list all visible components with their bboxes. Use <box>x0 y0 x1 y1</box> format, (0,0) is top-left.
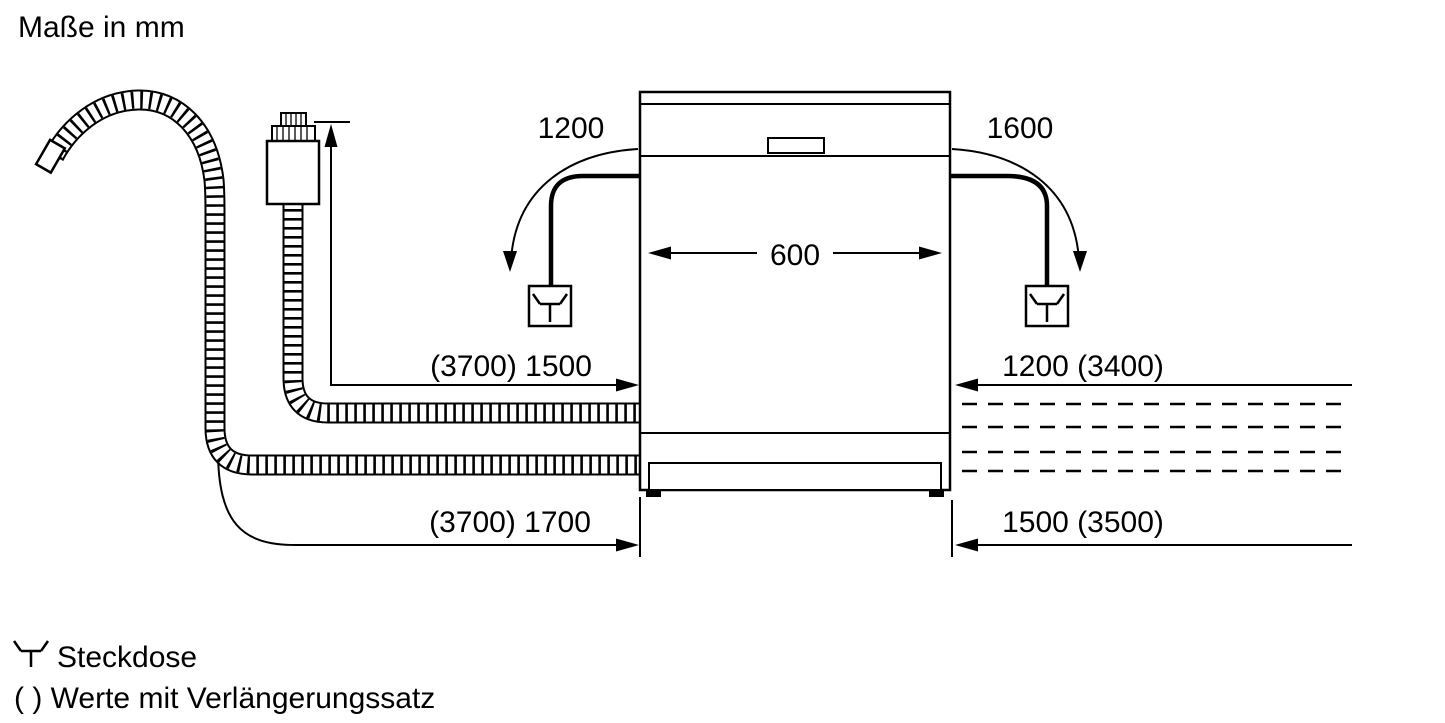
page-title: Maße in mm <box>18 11 185 44</box>
drain-dimension: (3700) 1700 <box>217 449 641 557</box>
width-dimension: 600 <box>648 239 942 272</box>
extension-hoses-dashed <box>962 402 1352 473</box>
right-dimension-upper: 1200 (3400) <box>955 350 1352 392</box>
legend-note: ( ) Werte mit Verlängerungssatz <box>14 682 435 715</box>
right-upper-label: 1200 (3400) <box>1002 350 1164 383</box>
cord-dimension-left: 1200 <box>503 112 639 272</box>
dishwasher-outline <box>638 90 952 492</box>
arrowhead-left-icon <box>955 378 978 392</box>
dishwasher <box>638 90 952 497</box>
power-cord-left <box>548 173 641 286</box>
power-plug-icon <box>1028 293 1066 322</box>
foot-right <box>929 489 944 497</box>
aquastop-thread-nut <box>271 125 316 142</box>
arrowhead-up-icon <box>324 124 338 147</box>
power-cord-right <box>949 173 1050 286</box>
legend: Steckdose ( ) Werte mit Verlängerungssat… <box>12 640 435 715</box>
arrowhead-down-icon <box>503 251 517 272</box>
supply-hose-corrugation <box>284 200 641 422</box>
arrowhead-right-icon <box>616 378 639 392</box>
power-socket-right <box>1024 284 1070 328</box>
aquastop-box <box>265 139 321 206</box>
right-lower-label: 1500 (3500) <box>1002 506 1164 539</box>
control-display <box>767 137 825 154</box>
cord-right-label: 1600 <box>987 112 1054 145</box>
right-dimension-lower: 1500 (3500) <box>951 500 1352 557</box>
cord-dimension-arc <box>951 148 1080 261</box>
arrowhead-right-icon <box>616 538 639 552</box>
drain-dimension-label: (3700) 1700 <box>429 506 591 539</box>
drain-dimension-leader <box>217 449 616 546</box>
supply-dimension-label: (3700) 1500 <box>430 350 592 383</box>
legend-socket-label: Steckdose <box>57 641 197 674</box>
cord-dimension-arc <box>510 148 639 261</box>
cord-left-label: 1200 <box>538 112 605 145</box>
power-plug-icon <box>531 293 569 322</box>
plinth-panel <box>648 462 942 491</box>
supply-hose <box>282 200 641 424</box>
drain-hose-end-fitting <box>34 138 67 175</box>
aquastop-cap <box>280 112 307 127</box>
arrowhead-right-icon <box>919 246 942 260</box>
width-dimension-label: 600 <box>770 239 820 272</box>
cord-dimension-right: 1600 <box>951 112 1087 272</box>
supply-dimension-line <box>330 128 634 386</box>
drain-hose-body <box>46 91 641 474</box>
power-socket-left <box>527 284 573 328</box>
aquastop-valve <box>265 112 321 206</box>
power-plug-icon <box>12 640 50 667</box>
arrowhead-left-icon <box>955 538 978 552</box>
drain-hose <box>34 89 641 476</box>
arrowhead-left-icon <box>648 246 671 260</box>
foot-left <box>646 489 661 497</box>
supply-dimension: (3700) 1500 <box>314 121 639 392</box>
arrowhead-down-icon <box>1073 251 1087 272</box>
